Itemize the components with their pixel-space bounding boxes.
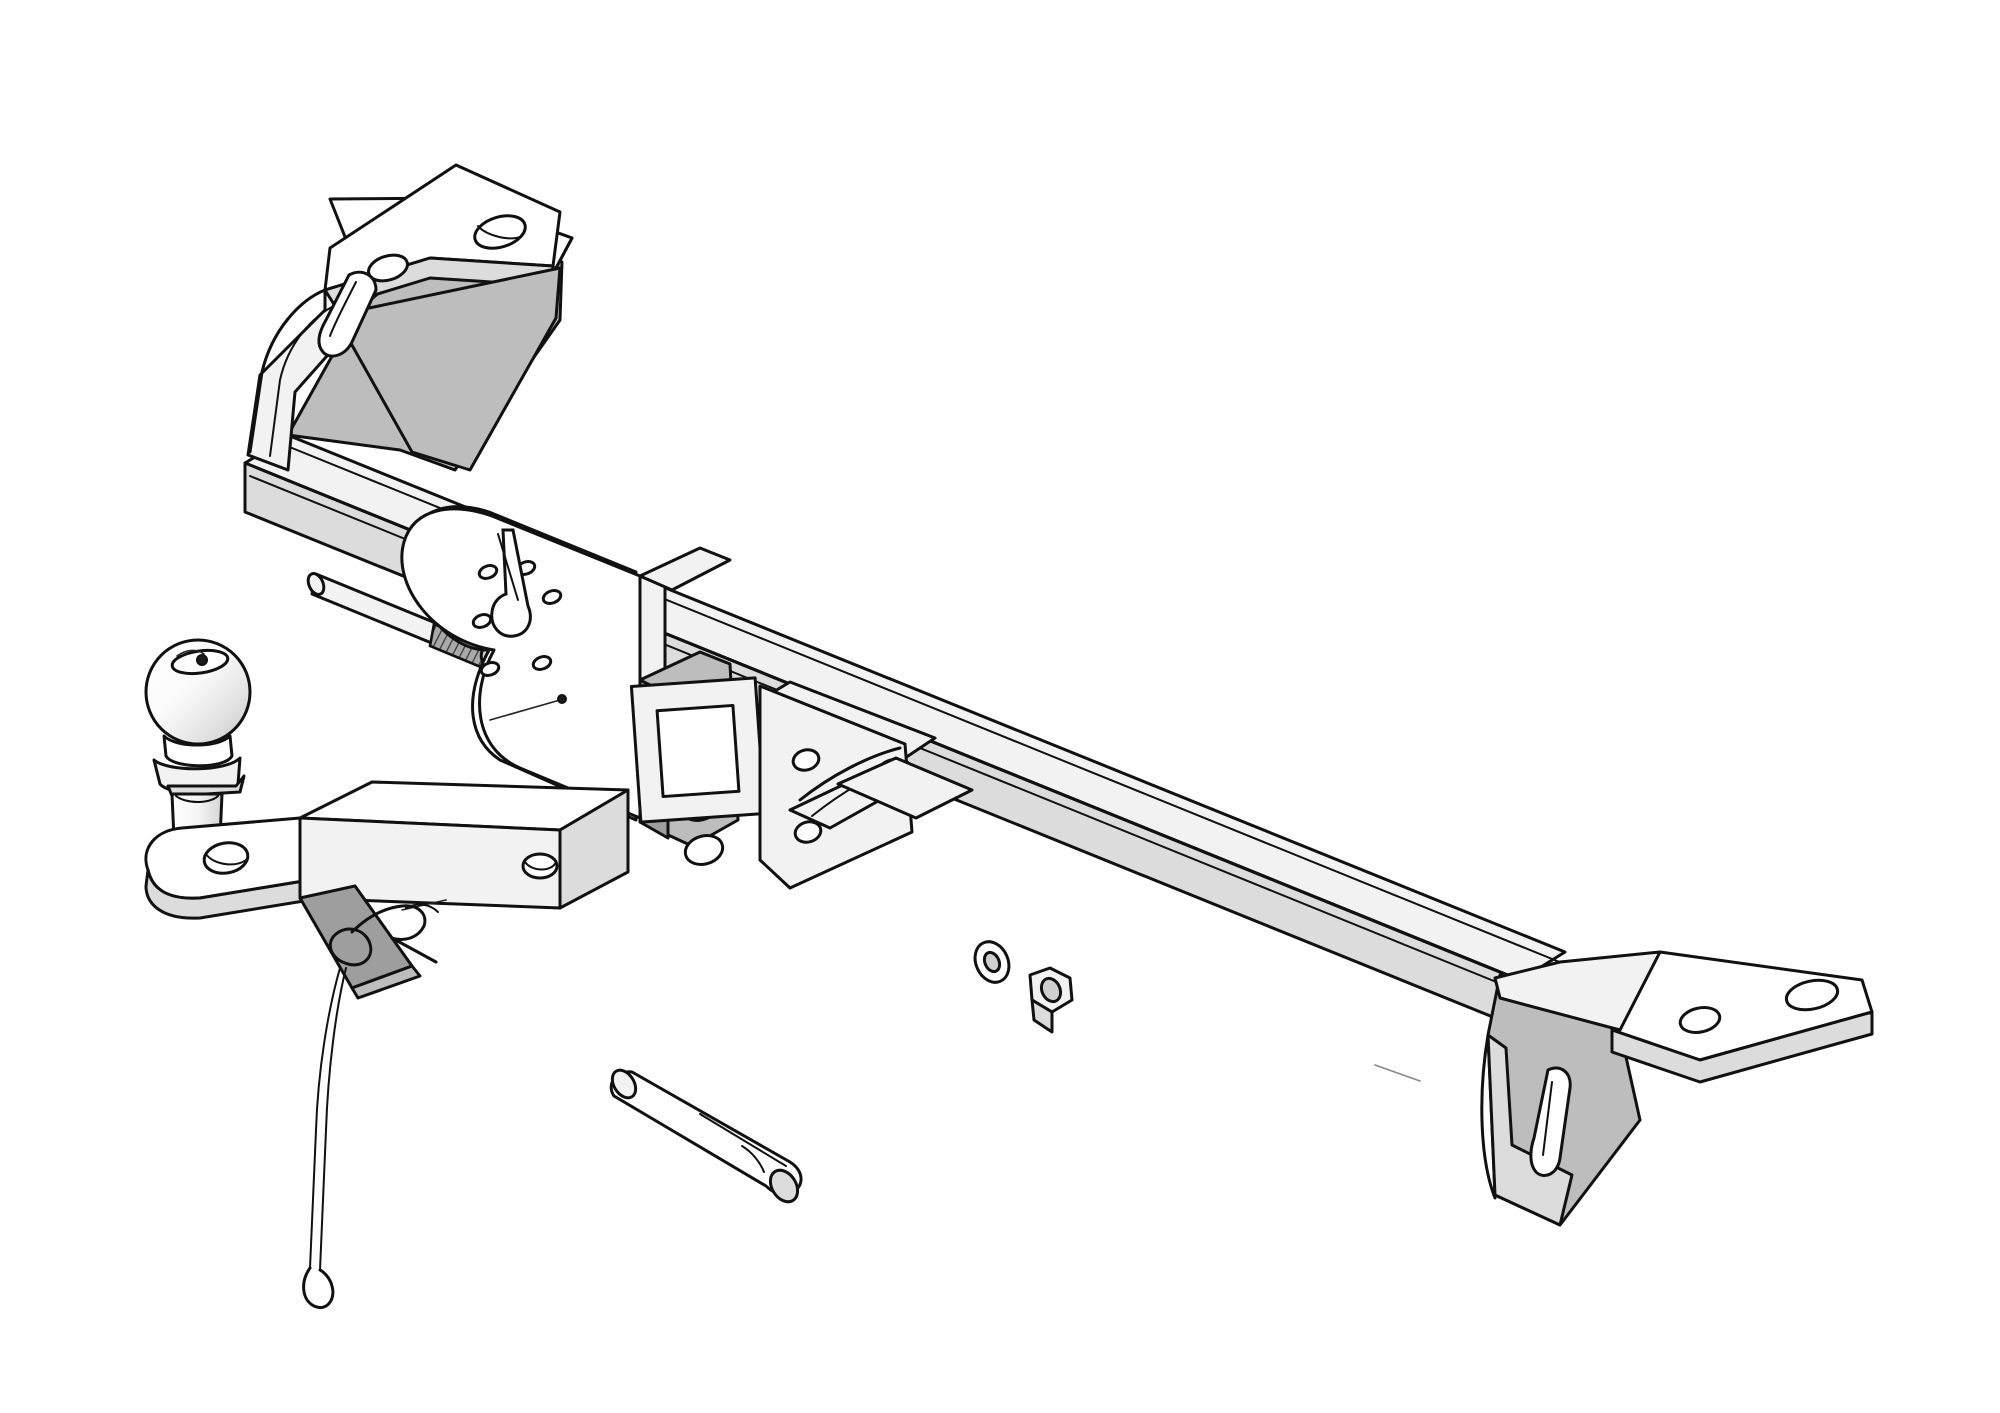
locking-pin-tip — [768, 1168, 800, 1204]
bolt-head — [306, 572, 326, 596]
drawbar-pin-hole-shadow — [524, 861, 557, 871]
left-bracket-slot-inner — [329, 281, 357, 337]
drawbar — [144, 780, 630, 1000]
right-bracket-bend — [1480, 1033, 1497, 1200]
side-gusset-hole-3 — [793, 820, 823, 844]
left-bracket-hole-1-shadow — [477, 225, 523, 240]
right-mounting-bracket — [1480, 950, 1874, 1227]
socket-plate-outline — [400, 507, 642, 820]
receiver-top-face — [638, 546, 732, 592]
left-bracket-bend-inner — [269, 304, 337, 457]
beam-nut — [1028, 966, 1074, 1034]
locking-pin-highlight — [699, 1113, 787, 1167]
side-gusset-hole-1 — [791, 748, 821, 772]
receiver-housing — [629, 546, 974, 890]
socket-plate-leader — [489, 699, 561, 721]
receiver-inner-square — [655, 703, 741, 799]
drawbar-pin-hole — [521, 852, 559, 880]
left-bracket-bolt-hole-1 — [473, 214, 527, 250]
gusset-hole-4 — [683, 834, 725, 866]
socket-plate-bolt — [306, 572, 501, 672]
right-bracket-bolt-hole-1 — [1784, 978, 1840, 1012]
socket-mounting-plate — [400, 505, 667, 830]
rclip-arm-hook — [390, 924, 426, 941]
socket-plate-hole-6 — [531, 655, 553, 671]
socket-plate-leader-dot — [557, 694, 567, 704]
socket-plate-hole-3 — [541, 589, 563, 605]
tow-ball-neck — [162, 734, 234, 768]
drawbar-ball-hole-shadow — [205, 853, 249, 866]
nut-side-face — [1030, 998, 1054, 1034]
right-bracket-bolt-hole-2 — [1678, 1006, 1722, 1034]
rclip-arm-upper — [350, 904, 427, 934]
lanyard-cable-2 — [319, 967, 347, 1271]
socket-plate-hole-5 — [479, 661, 501, 677]
receiver-tie-plate — [836, 756, 974, 820]
socket-plate-keyhole-slot — [490, 528, 532, 638]
beam-bush — [973, 940, 1011, 984]
drawbar-ball-hole — [202, 841, 250, 875]
tow-ball-top-arc — [176, 649, 205, 657]
drawbar-gusset-edge — [350, 964, 422, 1000]
right-bracket-oval-slot — [1529, 1066, 1572, 1177]
locking-pin-head — [610, 1068, 638, 1100]
left-bracket-bend — [248, 288, 327, 454]
right-bracket-slot-inner — [1542, 1081, 1553, 1156]
tow-ball-shank-top-arc — [175, 795, 219, 803]
socket-plate-keyhole-inner — [497, 533, 519, 601]
locking-pin — [609, 1068, 803, 1204]
left-mounting-bracket — [246, 163, 574, 472]
right-bracket-flange-edge — [1610, 1010, 1874, 1084]
right-bracket-step — [1493, 950, 1662, 1032]
lanyard-cable — [309, 967, 341, 1269]
lanyard-end-loop — [302, 1266, 335, 1309]
hitch-pin-clip — [302, 903, 439, 1309]
crossbeam-scribe-line — [1374, 1064, 1421, 1082]
socket-plate-hole-1 — [477, 564, 499, 580]
rclip-tail — [405, 903, 439, 913]
rclip-straight-leg — [390, 936, 438, 964]
tow-ball-top-dimple — [196, 654, 208, 666]
nut-bore — [1039, 976, 1063, 1004]
locking-pin-taper-line — [741, 1145, 765, 1173]
receiver-strut-edge — [798, 746, 902, 802]
left-bracket-oval-slot — [317, 270, 378, 358]
bush-bore — [982, 950, 1002, 974]
drawbar-end-face — [558, 788, 630, 910]
